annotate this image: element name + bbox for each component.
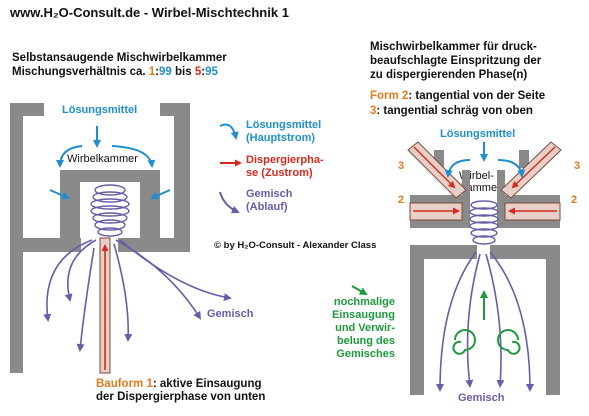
form3-line: 3: tangential schräg von oben (370, 105, 533, 118)
right-chamber-line1: Wirbel- (459, 170, 494, 182)
mixing-ratio: Mischungsverhältnis ca. 1:99 bis 5:95 (12, 66, 218, 79)
legend-solvent-icon (219, 123, 239, 140)
ratio-b1: 99 (159, 66, 172, 78)
legend-dispersed-line2: se (Zustrom) (246, 167, 313, 179)
num-2-right: 2 (571, 194, 578, 206)
form3-label: 3 (370, 105, 377, 117)
ratio-prefix: Mischungsverhältnis ca. (12, 66, 149, 78)
note-line2: Einsaugung (332, 309, 395, 321)
bauform-text1: : aktive Einsaugung (152, 378, 262, 390)
right-top-left-wall (410, 195, 462, 203)
note-line5: Gemisches (336, 348, 395, 360)
copyright: © by H₂O-Consult - Alexander Class (214, 240, 377, 251)
left-dispersed-tube (99, 237, 111, 374)
right-inner-right (497, 170, 505, 228)
right-heading-line2: beaufschlagte Einspritzung der (370, 55, 542, 67)
num-3-right: 3 (574, 160, 581, 172)
legend-solvent-line2: (Hauptstrom) (246, 132, 316, 144)
right-mid-left-wall (410, 220, 462, 228)
left-inlet-label: Lösungsmittel (62, 104, 138, 116)
left-inner-top-wall (60, 170, 160, 182)
legend-mixture-line2: (Ablauf) (246, 201, 288, 213)
left-outflow-label: Gemisch (207, 308, 254, 320)
right-swirl (469, 200, 499, 245)
note-line3: und Verwir- (335, 322, 395, 334)
left-chamber-walls (10, 103, 190, 373)
ratio-sep2: : (201, 66, 206, 78)
right-cap-left (434, 150, 444, 168)
legend-icons (219, 123, 242, 214)
left-inner-left-wall (60, 170, 80, 238)
right-mixture-arrows (436, 251, 534, 392)
right-heading-line3: zu dispergierenden Phase(n) (370, 69, 528, 81)
note-line4: belung des (336, 335, 395, 347)
bauform-line2: der Dispergierphase von unten (96, 391, 266, 403)
right-outer-left-wall (410, 245, 424, 395)
left-chamber-label: Wirbelkammer (65, 153, 140, 166)
num-3-left: 3 (398, 160, 405, 172)
right-top-right-wall (505, 195, 560, 203)
ratio-sep1: : (155, 66, 160, 78)
right-mid-right-wall (505, 220, 560, 228)
right-floor-right (490, 245, 560, 259)
left-floor-left (23, 238, 81, 252)
left-top-right-wall (160, 103, 190, 116)
form2-text: : tangential von der Seite (408, 90, 546, 102)
legend-solvent-line1: Lösungsmittel (246, 119, 322, 131)
legend-mixture-icon (219, 191, 240, 214)
right-side-pipes (409, 202, 561, 221)
left-outer-wall (10, 103, 23, 373)
legend-mixture-line1: Gemisch (246, 188, 293, 200)
left-floor-right (118, 238, 190, 252)
page-title: www.H₂O-Consult.de - Wirbel-Mischtechnik… (10, 5, 289, 20)
ratio-mid: bis (171, 66, 195, 78)
note-line1: nochmalige (333, 296, 395, 308)
ratio-b2: 95 (205, 66, 218, 78)
ratio-a2: 5 (194, 66, 202, 78)
form3-text: : tangential schräg von oben (376, 105, 533, 117)
right-chamber-line2: kammer (461, 182, 501, 194)
left-right-wall-upper (174, 103, 190, 238)
legend-dispersed-line1: Dispergierpha- (246, 154, 324, 166)
right-outer-right-wall (546, 245, 560, 395)
left-top-left-wall (10, 103, 44, 116)
form2-label: Form 2 (370, 90, 409, 102)
right-cap-right (519, 150, 529, 168)
num-2-left: 2 (398, 194, 405, 206)
right-floor-left (410, 245, 477, 259)
left-swirl (90, 184, 130, 237)
ratio-a1: 1 (148, 66, 156, 78)
right-inlet-label: Lösungsmittel (440, 128, 516, 140)
left-mixture-arrows (43, 239, 232, 352)
left-inner-right-wall (140, 170, 160, 238)
bauform-line1: Bauform 1: aktive Einsaugung (96, 378, 262, 391)
right-heading-line1: Mischwirbelkammer für druck- (370, 41, 537, 53)
bauform-label: Bauform 1 (96, 378, 153, 390)
left-heading: Selbstansaugende Mischwirbelkammer (12, 52, 227, 64)
form2-line: Form 2: tangential von der Seite (370, 90, 545, 103)
right-outflow-label: Gemisch (458, 392, 505, 404)
